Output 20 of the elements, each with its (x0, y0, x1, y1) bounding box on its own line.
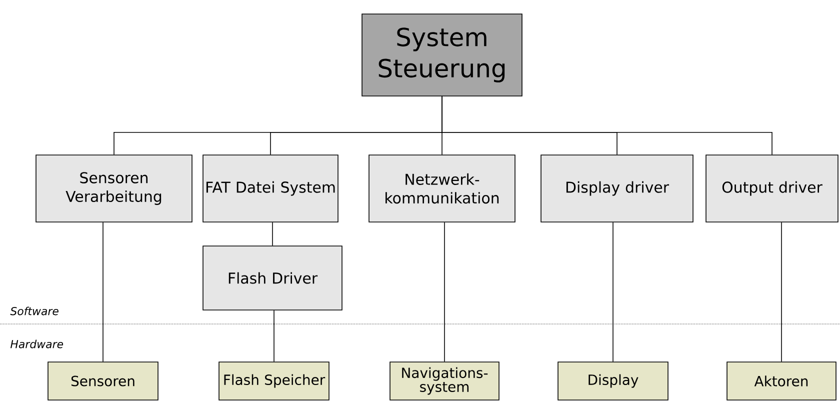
layer-label: Hardware (10, 340, 64, 348)
connector-line (272, 222, 273, 246)
hardware-box: Navigations- system (390, 362, 500, 400)
control-box: System Steuerung (362, 14, 522, 96)
connector-line (442, 96, 772, 155)
software-box: FAT Datei System (202, 154, 338, 222)
connector-line (444, 222, 445, 362)
software-box: Output driver (706, 154, 838, 222)
connector-line (612, 222, 614, 362)
layer-label: Software (10, 306, 58, 316)
connector-line (102, 222, 104, 362)
software-box: Display driver (540, 154, 694, 222)
software-box: Flash Driver (202, 246, 342, 310)
hardware-box: Flash Speicher (218, 362, 330, 400)
software-box: Netzwerk- kommunikation (368, 154, 516, 222)
connector-line (781, 222, 782, 362)
hardware-box: Sensoren (48, 362, 158, 400)
software-box: Sensoren Verarbeitung (36, 154, 192, 222)
hardware-box: Aktoren (726, 362, 836, 400)
hardware-box: Display (558, 362, 668, 400)
